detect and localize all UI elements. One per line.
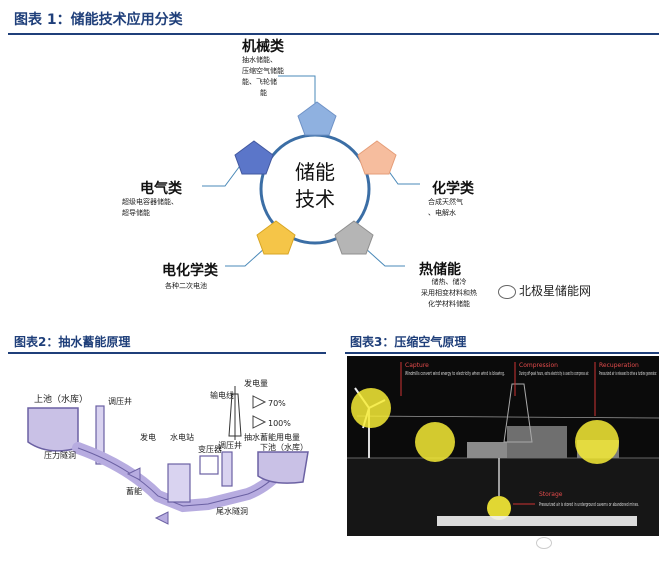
category-electrochemical-desc: 各种二次电池 — [165, 282, 207, 290]
category-thermal-title: 热储能 — [419, 262, 461, 278]
pumped-storage-diagram: 上池（水库） 调压井 压力隧洞 发电 蓄能 水电站 输电线 变压器 调压井 下池… — [27, 378, 309, 525]
center-label-line1: 储能 — [295, 160, 335, 184]
callout-recuperation-head: Recuperation — [599, 362, 639, 369]
category-mechanical-desc: 抽水储能、 压缩空气储能 能、飞轮储 能 — [242, 56, 284, 97]
callout-storage-head: Storage — [539, 491, 563, 498]
pentagon-electrochemical — [256, 220, 296, 255]
connector-mechanical — [278, 75, 316, 104]
label-transmission-line: 输电线 — [210, 390, 234, 400]
label-surge-well: 调压井 — [108, 396, 132, 406]
label-70-percent: 70% — [268, 399, 286, 408]
callout-storage-body: Pressurized air is stored in underground… — [539, 502, 639, 508]
label-transformer: 变压器 — [198, 444, 222, 454]
watermark-top: 北极星储能网 — [498, 282, 591, 299]
label-surge-well-2: 调压井 — [218, 440, 242, 450]
category-chemical-desc: 合成天然气 、电解水 — [428, 198, 463, 217]
pentagon-electrical — [234, 140, 274, 175]
label-hydro-station: 水电站 — [170, 432, 194, 442]
category-mechanical-title: 机械类 — [242, 39, 284, 55]
label-100-percent: 100% — [268, 419, 291, 428]
watermark-bottom: 北极星储能网 — [536, 534, 621, 550]
compressed-air-diagram: Capture Windmills convert wind energy to… — [347, 356, 659, 536]
label-storage: 蓄能 — [126, 486, 142, 496]
callout-compression-body: During off-peak hours, extra electricity… — [519, 371, 589, 377]
pentagon-chemical — [357, 140, 397, 175]
label-pumped-consumption: 抽水蓄能用电量 — [244, 432, 300, 442]
center-label-line2: 技术 — [295, 187, 335, 211]
figure1-title-rule — [8, 33, 659, 35]
label-upper-reservoir: 上池（水库） — [34, 393, 88, 405]
figure3-title: 图表3：压缩空气原理 — [350, 335, 467, 349]
label-power-output: 发电量 — [244, 378, 268, 388]
pentagon-thermal — [334, 220, 374, 255]
callout-recuperation-body: Pressurized air is released to drive a t… — [599, 371, 657, 377]
figure3-title-rule — [345, 352, 659, 354]
callout-compression-head: Compression — [519, 362, 558, 369]
label-lower-reservoir: 下池（水库） — [260, 442, 308, 452]
wechat-icon — [536, 537, 552, 549]
figure2-title: 图表2：抽水蓄能原理 — [14, 335, 131, 349]
label-generate: 发电 — [140, 432, 156, 442]
category-chemical-title: 化学类 — [432, 181, 474, 197]
pentagon-mechanical — [297, 101, 337, 136]
callout-capture-head: Capture — [405, 362, 429, 369]
category-thermal-desc: 储热、储冷 采用相变材料和热 化学材料储能 — [421, 278, 477, 308]
wechat-icon — [498, 284, 516, 299]
category-electrochemical-title: 电化学类 — [162, 263, 218, 279]
category-electrical-desc: 超级电容器储能、 超导储能 — [122, 198, 178, 217]
connector-electrical — [202, 158, 246, 187]
label-pressure-tunnel: 压力隧洞 — [44, 450, 76, 460]
label-tailrace-tunnel: 尾水隧洞 — [216, 506, 248, 516]
figure1-title: 图表 1：储能技术应用分类 — [14, 12, 183, 28]
callout-capture-body: Windmills convert wind energy to electri… — [405, 371, 505, 377]
figure2-title-rule — [8, 352, 326, 354]
category-electrical-title: 电气类 — [140, 181, 182, 197]
storage-classification-diagram: 储能 技术 — [202, 75, 420, 267]
